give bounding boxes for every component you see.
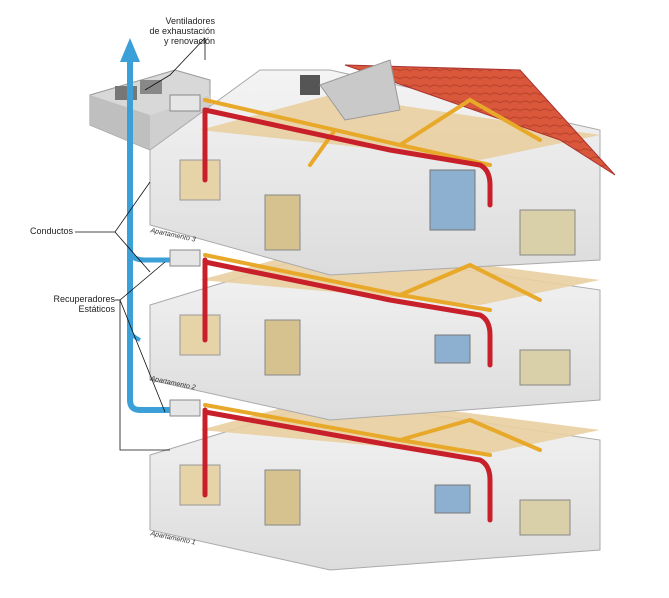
recuperator-units: [169, 94, 201, 417]
floor-apartment-1: [149, 395, 601, 571]
callout-lines: [75, 37, 206, 451]
fans-callout: Ventiladores de exhaustación y renovació…: [120, 16, 215, 46]
fans-label-line1: Ventiladores: [165, 16, 215, 26]
ducts-floor-2: [202, 253, 542, 368]
roof: [319, 59, 616, 176]
recuperators-label-line1: Recuperadores: [53, 294, 115, 304]
fans-label-line3: y renovación: [163, 36, 215, 46]
recuperators-label-line2: Estáticos: [78, 304, 115, 314]
ducts-callout: Conductos: [30, 226, 74, 236]
fans-label-line2: de exhaustación: [149, 26, 215, 36]
recuperators-callout: Recuperadores Estáticos: [40, 294, 115, 314]
ducts-floor-3: [202, 97, 542, 208]
blue-riser-duct: [120, 38, 175, 413]
ducts-floor-1: [202, 403, 542, 523]
